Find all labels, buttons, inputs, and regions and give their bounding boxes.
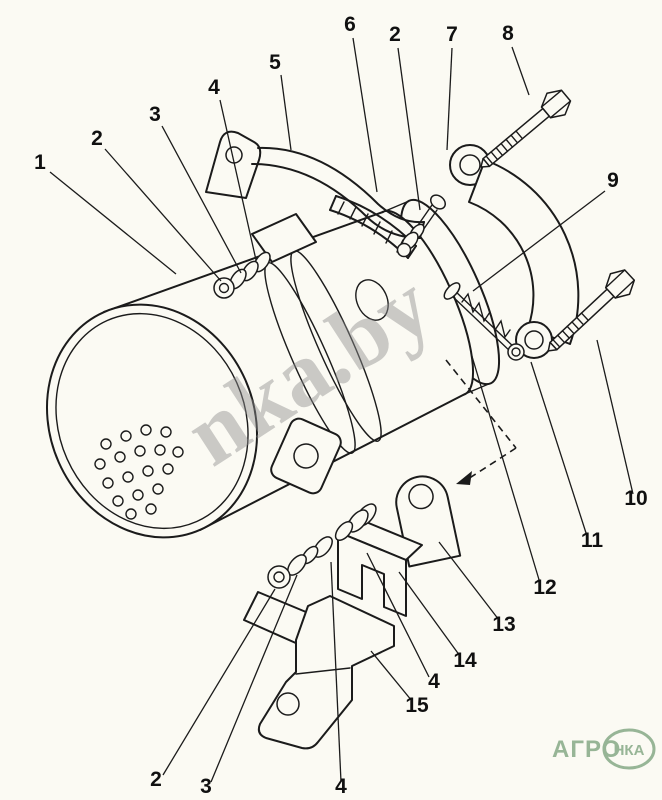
- callout-2: 2: [150, 768, 162, 791]
- logo-oval: [602, 728, 656, 770]
- callout-5: 5: [269, 51, 281, 74]
- washer: [443, 282, 461, 300]
- leader-line-13: [438, 541, 500, 621]
- callout-10: 10: [624, 487, 647, 510]
- body-lower-tab: [270, 417, 342, 495]
- callout-8: 8: [502, 22, 514, 45]
- callout-4: 4: [428, 670, 440, 693]
- leader-line-4: [330, 561, 342, 783]
- dashed-pointer: [445, 359, 517, 485]
- callout-3: 3: [200, 775, 212, 798]
- callout-4: 4: [208, 76, 220, 99]
- callout-11: 11: [581, 529, 604, 552]
- leader-line-14: [398, 571, 461, 657]
- leader-line-10: [596, 339, 634, 495]
- callout-3: 3: [149, 103, 161, 126]
- leader-line-2: [397, 47, 421, 211]
- leader-line-1: [49, 171, 177, 275]
- leader-line-5: [280, 74, 292, 151]
- leader-line-2: [162, 588, 276, 776]
- bracket-lobe-hole: [524, 330, 544, 350]
- callout-15: 15: [405, 694, 429, 717]
- callout-7: 7: [446, 23, 458, 46]
- ear-hole: [408, 483, 434, 510]
- leader-line-4: [366, 552, 430, 678]
- stud-spring-9: [443, 282, 525, 361]
- callout-13: 13: [492, 613, 515, 636]
- leader-line-11: [530, 361, 588, 537]
- plate-hole: [276, 692, 300, 716]
- nut: [507, 343, 525, 361]
- nut: [267, 565, 291, 589]
- callout-9: 9: [607, 169, 619, 192]
- leader-line-3: [210, 574, 298, 783]
- callout-2: 2: [91, 127, 103, 150]
- bottom-washer-stack: [267, 503, 377, 589]
- logo-prefix-text: АГРО: [552, 736, 621, 763]
- hex-bolt-8: [471, 84, 576, 179]
- leader-line-9: [472, 190, 606, 292]
- leader-line-8: [511, 46, 530, 96]
- leader-line-3: [161, 125, 242, 274]
- bracket-ear-hole: [459, 154, 481, 176]
- callout-1: 1: [34, 151, 46, 174]
- callout-4: 4: [335, 775, 347, 798]
- callout-14: 14: [453, 649, 477, 672]
- leader-line-2: [104, 148, 222, 282]
- logo-suffix-text: НКА: [614, 742, 645, 759]
- washer: [334, 520, 354, 542]
- leader-line-7: [446, 47, 453, 151]
- callout-12: 12: [533, 576, 556, 599]
- lower-assembly: [243, 475, 462, 750]
- arrowhead: [456, 471, 472, 485]
- cylinder-face: [45, 303, 259, 539]
- top-screw-2: [396, 194, 446, 258]
- left-washer-stack: [213, 213, 317, 299]
- face-holes: [94, 424, 184, 520]
- callout-2: 2: [389, 23, 401, 46]
- leader-line-4: [219, 99, 257, 261]
- cylinder-body: [45, 211, 466, 539]
- nut: [213, 277, 235, 299]
- logo-group: АГРО НКА: [552, 728, 656, 770]
- callout-6: 6: [344, 13, 356, 36]
- leader-line-15: [370, 650, 413, 702]
- leader-line-12: [470, 352, 541, 584]
- leader-line-6: [352, 37, 378, 193]
- bent-plate-15: [257, 595, 395, 750]
